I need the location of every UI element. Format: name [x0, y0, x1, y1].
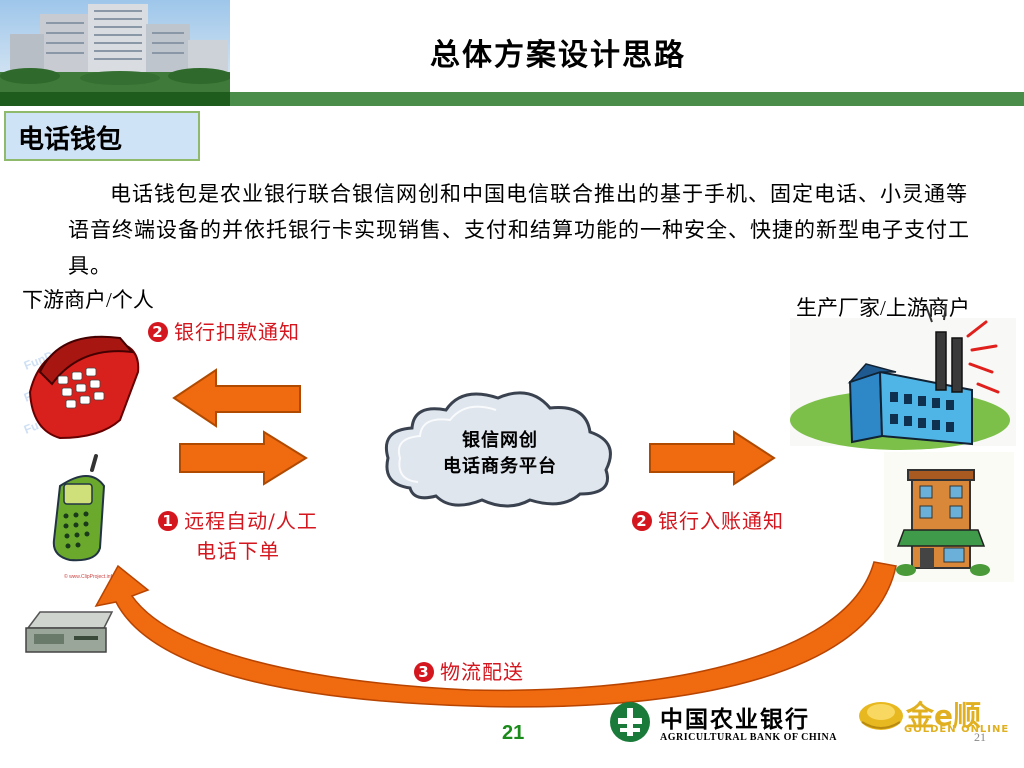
downstream-merchant-label: 下游商户/个人 — [22, 288, 154, 312]
flow-caption-text-line2: 电话下单 — [196, 539, 280, 563]
flow-caption-text: 银行扣款通知 — [174, 320, 300, 344]
clip-credit: © www.ClipProject.info — [64, 573, 115, 580]
intro-paragraph: 电话钱包是农业银行联合银信网创和中国电信联合推出的基于手机、固定电话、小灵通等语… — [68, 182, 970, 278]
abc-bank-name-en: AGRICULTURAL BANK OF CHINA — [660, 732, 838, 743]
flow-caption-text: 银行入账通知 — [658, 509, 784, 533]
golden-online-name-cn: 金e顺 — [906, 699, 981, 732]
platform-label-line1: 银信网创 — [462, 430, 538, 451]
factory-icon — [790, 303, 1016, 450]
section-heading: 电话钱包 — [4, 111, 200, 161]
arrow-curved-delivery — [94, 561, 897, 708]
flow-caption-text: 物流配送 — [440, 660, 524, 684]
flow-caption-delivery: 3 物流配送 — [414, 656, 524, 685]
abc-bank-logo-icon — [610, 702, 650, 742]
header-building-photo — [0, 0, 230, 92]
arrow-right-credit — [649, 430, 776, 486]
upstream-merchant-label: 生产厂家/上游商户 — [796, 296, 970, 320]
store-building-icon — [884, 452, 1014, 582]
flow-caption-deduction: 2 银行扣款通知 — [148, 316, 300, 345]
desk-telephone-icon — [28, 335, 140, 440]
header-green-bar-dark — [0, 92, 230, 106]
step-badge: 2 — [148, 322, 168, 342]
slide-title: 总体方案设计思路 — [430, 38, 686, 73]
step-badge: 3 — [414, 662, 434, 682]
flow-caption-credit: 2 银行入账通知 — [632, 505, 784, 534]
platform-label: 银信网创 电话商务平台 — [380, 428, 620, 480]
platform-label-line2: 电话商务平台 — [443, 456, 557, 477]
golden-online-logo-icon — [859, 702, 903, 730]
header-green-bar — [0, 92, 1024, 106]
page-number: 21 — [502, 722, 525, 744]
step-badge: 1 — [158, 511, 179, 531]
page-number-small: 21 — [974, 730, 986, 744]
mobile-phone-icon: © www.ClipProject.info — [52, 454, 115, 580]
platform-cloud-shape — [385, 391, 612, 508]
flow-caption-text-line1: 远程自动/人工 — [184, 509, 318, 533]
arrow-right-order — [179, 430, 308, 486]
golden-online-name-en: GOLDEN ONLINE — [904, 724, 1010, 735]
abc-bank-name-cn: 中国农业银行 — [660, 706, 810, 733]
pos-terminal-icon — [25, 611, 114, 653]
arrow-left-deduction — [172, 368, 301, 428]
step-badge: 2 — [632, 511, 652, 531]
